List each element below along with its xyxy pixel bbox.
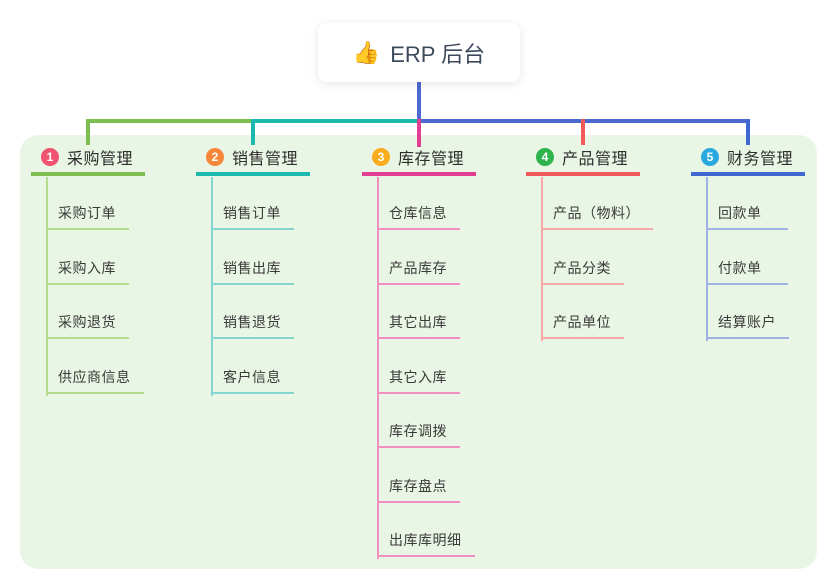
child-node-label: 产品分类 <box>553 259 611 276</box>
branch-number-badge: 1 <box>41 147 59 166</box>
children-spine-line <box>541 177 543 341</box>
child-node[interactable]: 回款单 <box>706 203 788 230</box>
child-node-label: 销售出库 <box>223 259 281 276</box>
child-node[interactable]: 库存调拨 <box>377 421 460 448</box>
branch-number-badge: 5 <box>701 147 719 166</box>
child-node[interactable]: 出库库明细 <box>377 530 475 557</box>
child-node-label: 出库库明细 <box>389 532 462 548</box>
child-node[interactable]: 销售订单 <box>211 203 294 230</box>
connector-branch-drop <box>417 119 421 147</box>
child-node-label: 结算账户 <box>718 314 776 330</box>
child-node-label: 付款单 <box>718 259 762 276</box>
connector-branch-drop <box>581 119 585 145</box>
child-node[interactable]: 产品库存 <box>377 258 460 285</box>
children-spine-line <box>46 177 48 396</box>
child-node-label: 采购入库 <box>58 259 116 276</box>
connector-bus-segment <box>86 119 253 123</box>
child-node[interactable]: 仓库信息 <box>377 203 460 230</box>
child-node-label: 产品库存 <box>389 259 447 276</box>
branch-number-badge: 3 <box>372 147 390 166</box>
child-node[interactable]: 产品单位 <box>541 312 624 339</box>
child-node-label: 销售订单 <box>223 205 281 221</box>
branch-node-2[interactable]: 2 销售管理 <box>196 147 310 176</box>
child-node[interactable]: 销售退货 <box>211 312 294 339</box>
child-node-label: 销售退货 <box>223 314 281 330</box>
child-node-label: 库存盘点 <box>389 477 447 494</box>
child-node-label: 仓库信息 <box>389 205 447 221</box>
child-node[interactable]: 采购退货 <box>46 312 129 339</box>
connector-bus-segment <box>253 119 419 123</box>
branch-title-label: 产品管理 <box>562 150 629 168</box>
branch-title-label: 销售管理 <box>232 150 299 168</box>
connector-root-stem <box>417 82 421 123</box>
child-node[interactable]: 采购入库 <box>46 258 129 285</box>
root-node[interactable]: 👍 ERP 后台 <box>318 23 520 82</box>
children-spine-line <box>211 177 213 396</box>
branch-title-label: 库存管理 <box>398 150 465 168</box>
branch-node-1[interactable]: 1 采购管理 <box>31 147 145 176</box>
branch-node-3[interactable]: 3 库存管理 <box>362 147 476 176</box>
branch-number-badge: 2 <box>206 147 224 166</box>
child-node-label: 库存调拨 <box>389 423 447 439</box>
children-spine-line <box>377 177 379 559</box>
child-node[interactable]: 付款单 <box>706 258 788 285</box>
child-node[interactable]: 供应商信息 <box>46 367 144 394</box>
child-node-label: 客户信息 <box>223 368 281 385</box>
connector-branch-drop <box>86 119 90 145</box>
children-spine-line <box>706 177 708 341</box>
child-node[interactable]: 其它入库 <box>377 367 460 394</box>
child-node-label: 其它出库 <box>389 314 447 330</box>
branch-title-label: 采购管理 <box>67 150 134 168</box>
child-node[interactable]: 结算账户 <box>706 312 789 339</box>
child-node-label: 其它入库 <box>389 368 447 385</box>
child-node[interactable]: 销售出库 <box>211 258 294 285</box>
connector-branch-drop <box>746 119 750 145</box>
child-node[interactable]: 其它出库 <box>377 312 460 339</box>
child-node-label: 供应商信息 <box>58 368 131 385</box>
child-node-label: 回款单 <box>718 205 762 221</box>
branch-node-4[interactable]: 4 产品管理 <box>526 147 640 176</box>
branch-number-badge: 4 <box>536 147 554 166</box>
child-node[interactable]: 库存盘点 <box>377 476 460 503</box>
branches-panel <box>20 135 817 569</box>
thumbs-up-icon: 👍 <box>352 39 381 65</box>
branch-node-5[interactable]: 5 财务管理 <box>691 147 805 176</box>
child-node-label: 产品（物料） <box>553 205 640 221</box>
connector-branch-drop <box>251 119 255 145</box>
child-node-label: 产品单位 <box>553 314 611 330</box>
root-title: ERP 后台 <box>390 41 486 67</box>
child-node[interactable]: 产品分类 <box>541 258 624 285</box>
child-node-label: 采购退货 <box>58 314 116 330</box>
child-node-label: 采购订单 <box>58 205 116 221</box>
child-node[interactable]: 客户信息 <box>211 367 294 394</box>
child-node[interactable]: 产品（物料） <box>541 203 653 230</box>
branch-title-label: 财务管理 <box>727 150 794 168</box>
child-node[interactable]: 采购订单 <box>46 203 129 230</box>
